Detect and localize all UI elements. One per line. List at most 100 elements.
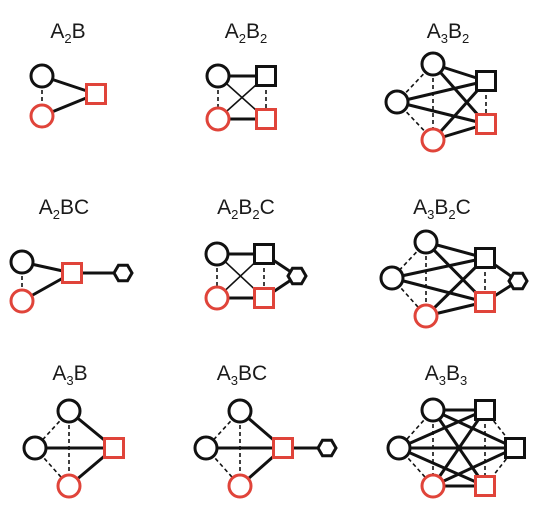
circle-node-a3 (420, 473, 446, 499)
circle-node-a3 (420, 127, 446, 153)
panel-a3b2c: A3B2C (379, 196, 529, 329)
hexagon-node-c1 (112, 263, 134, 283)
title-subscript: 3 (460, 373, 467, 388)
title-text: B (434, 196, 448, 219)
title-subscript: 3 (439, 373, 446, 388)
panel-title: A3B2C (413, 196, 471, 222)
panel-title: A3B (52, 362, 87, 388)
square-node-b1 (103, 437, 125, 459)
circle-node-a1 (420, 397, 446, 423)
edge-a1-b2 (431, 408, 517, 450)
circle-node-a1 (29, 63, 55, 89)
panel-a2b: A2B (29, 20, 107, 129)
circle-node-a1 (204, 241, 230, 267)
node-group (9, 249, 134, 314)
node-group (386, 397, 526, 499)
hexagon-node-c1 (286, 266, 308, 286)
title-text: A (50, 20, 64, 43)
square-node-b2 (475, 113, 497, 135)
circle-node-a3 (413, 303, 439, 329)
square-node-b2 (474, 291, 496, 313)
title-text: C (456, 196, 471, 219)
panel-title: A2B (50, 20, 85, 46)
circle-node-a2 (386, 435, 412, 461)
title-subscript: 2 (239, 31, 246, 46)
edge-group (397, 408, 517, 488)
title-text: A (225, 20, 239, 43)
edge-group (390, 240, 520, 318)
panel-title: A3B2 (427, 20, 470, 46)
title-text: BC (238, 362, 267, 385)
title-subscript: 2 (53, 207, 60, 222)
edge-a2-b1 (397, 408, 487, 450)
circle-node-a2 (9, 288, 35, 314)
circle-node-a2 (22, 435, 48, 461)
title-subscript: 3 (441, 31, 448, 46)
title-text: A (52, 362, 66, 385)
hexagon-node-c1 (507, 271, 529, 291)
title-text: B (72, 20, 86, 43)
node-group (384, 51, 497, 153)
title-subscript: 2 (448, 207, 455, 222)
title-subscript: 3 (66, 373, 73, 388)
circle-node-a2 (379, 265, 405, 291)
title-subscript: 2 (231, 207, 238, 222)
edge-a3-b2 (431, 446, 517, 488)
title-subscript: 3 (427, 207, 434, 222)
square-node-b2 (504, 437, 526, 459)
circle-node-a3 (56, 473, 82, 499)
circle-node-a3 (227, 473, 253, 499)
square-node-b2 (255, 108, 277, 130)
panel-title: A3BC (217, 362, 267, 388)
edge-a2-b2 (390, 276, 487, 304)
panel-a2bc: A2BC (9, 196, 134, 314)
node-group (379, 229, 529, 329)
square-node-b2 (253, 287, 275, 309)
square-node-b1 (85, 83, 107, 105)
node-group (22, 398, 125, 499)
square-node-b1 (255, 65, 277, 87)
square-node-b1 (474, 247, 496, 269)
title-text: B (246, 20, 260, 43)
circle-node-a1 (205, 63, 231, 89)
circle-node-a1 (56, 398, 82, 424)
panel-a2b2: A2B2 (205, 20, 277, 132)
edge-a3-b1 (431, 408, 487, 488)
circle-node-a2 (205, 106, 231, 132)
circle-node-a1 (413, 229, 439, 255)
circle-node-a2 (384, 89, 410, 115)
title-text: A (427, 20, 441, 43)
hexagon-node-c1 (316, 438, 338, 458)
panel-a3bc: A3BC (193, 362, 338, 499)
title-text: B (74, 362, 88, 385)
title-subscript: 2 (260, 31, 267, 46)
title-text: B (448, 20, 462, 43)
circle-node-a2 (193, 435, 219, 461)
panel-a2b2c: A2B2C (204, 196, 308, 311)
circle-node-a2 (204, 285, 230, 311)
title-text: A (39, 196, 53, 219)
title-subscript: 2 (252, 207, 259, 222)
square-node-b1 (61, 262, 83, 284)
circle-node-a2 (29, 103, 55, 129)
title-subscript: 3 (231, 373, 238, 388)
node-group (204, 241, 308, 311)
panel-title: A2BC (39, 196, 89, 222)
circle-node-a1 (227, 398, 253, 424)
panel-title: A3B3 (425, 362, 468, 388)
edge-a2-b2 (395, 100, 488, 126)
panel-title: A2B2 (225, 20, 268, 46)
square-node-b3 (474, 475, 496, 497)
title-subscript: 2 (462, 31, 469, 46)
panel-a3b2: A3B2 (384, 20, 497, 153)
edge-a2-b1 (395, 79, 488, 104)
panel-title: A2B2C (217, 196, 275, 222)
edge-a2-b1 (390, 256, 487, 280)
edge-group (395, 62, 488, 142)
square-node-b1 (253, 243, 275, 265)
square-node-b1 (475, 70, 497, 92)
circle-node-a1 (9, 249, 35, 275)
title-text: B (238, 196, 252, 219)
